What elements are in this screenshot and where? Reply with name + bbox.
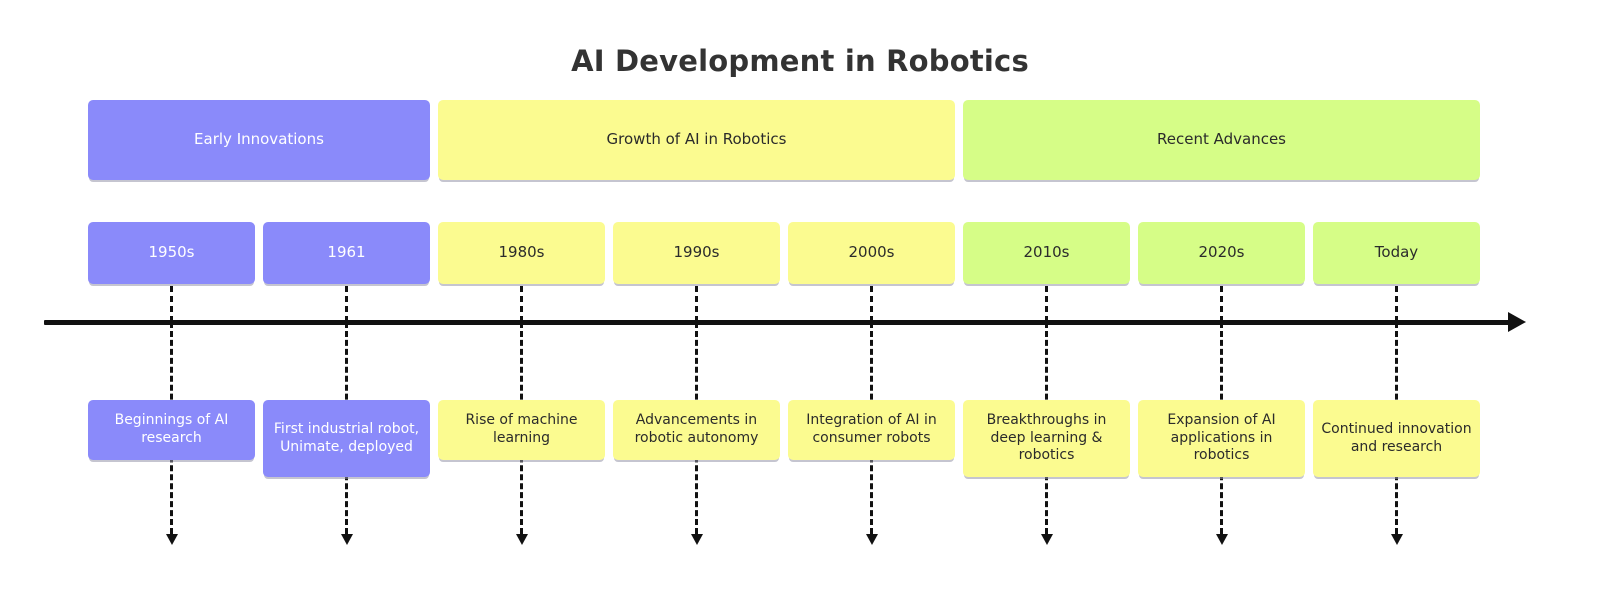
arrow-down-icon [515, 534, 528, 545]
connector-line [520, 286, 523, 322]
event-box[interactable]: Integration of AI in consumer robots [788, 400, 955, 460]
event-box[interactable]: Beginnings of AI research [88, 400, 255, 460]
event-box[interactable]: First industrial robot, Unimate, deploye… [263, 400, 430, 477]
connector-line [1395, 286, 1398, 322]
section-header[interactable]: Recent Advances [963, 100, 1480, 180]
period-box[interactable]: 1980s [438, 222, 605, 284]
arrow-down-icon [1390, 534, 1403, 545]
connector-line [1045, 286, 1048, 322]
event-box[interactable]: Rise of machine learning [438, 400, 605, 460]
section-header[interactable]: Early Innovations [88, 100, 430, 180]
period-box[interactable]: 2000s [788, 222, 955, 284]
connector-line [870, 286, 873, 322]
period-box[interactable]: 2010s [963, 222, 1130, 284]
period-box[interactable]: Today [1313, 222, 1480, 284]
timeline-axis [44, 320, 1510, 325]
event-box[interactable]: Expansion of AI applications in robotics [1138, 400, 1305, 477]
period-box[interactable]: 2020s [1138, 222, 1305, 284]
arrow-right-icon [1508, 312, 1526, 332]
arrow-down-icon [1040, 534, 1053, 545]
section-header[interactable]: Growth of AI in Robotics [438, 100, 955, 180]
connector-line [1220, 286, 1223, 322]
arrow-down-icon [165, 534, 178, 545]
arrow-down-icon [690, 534, 703, 545]
event-box[interactable]: Breakthroughs in deep learning & robotic… [963, 400, 1130, 477]
connector-line [695, 286, 698, 322]
arrow-down-icon [1215, 534, 1228, 545]
event-box[interactable]: Continued innovation and research [1313, 400, 1480, 477]
period-box[interactable]: 1950s [88, 222, 255, 284]
connector-line [170, 286, 173, 322]
arrow-down-icon [865, 534, 878, 545]
period-box[interactable]: 1990s [613, 222, 780, 284]
connector-line [345, 286, 348, 322]
arrow-down-icon [340, 534, 353, 545]
period-box[interactable]: 1961 [263, 222, 430, 284]
page-title: AI Development in Robotics [571, 44, 1029, 78]
event-box[interactable]: Advancements in robotic autonomy [613, 400, 780, 460]
